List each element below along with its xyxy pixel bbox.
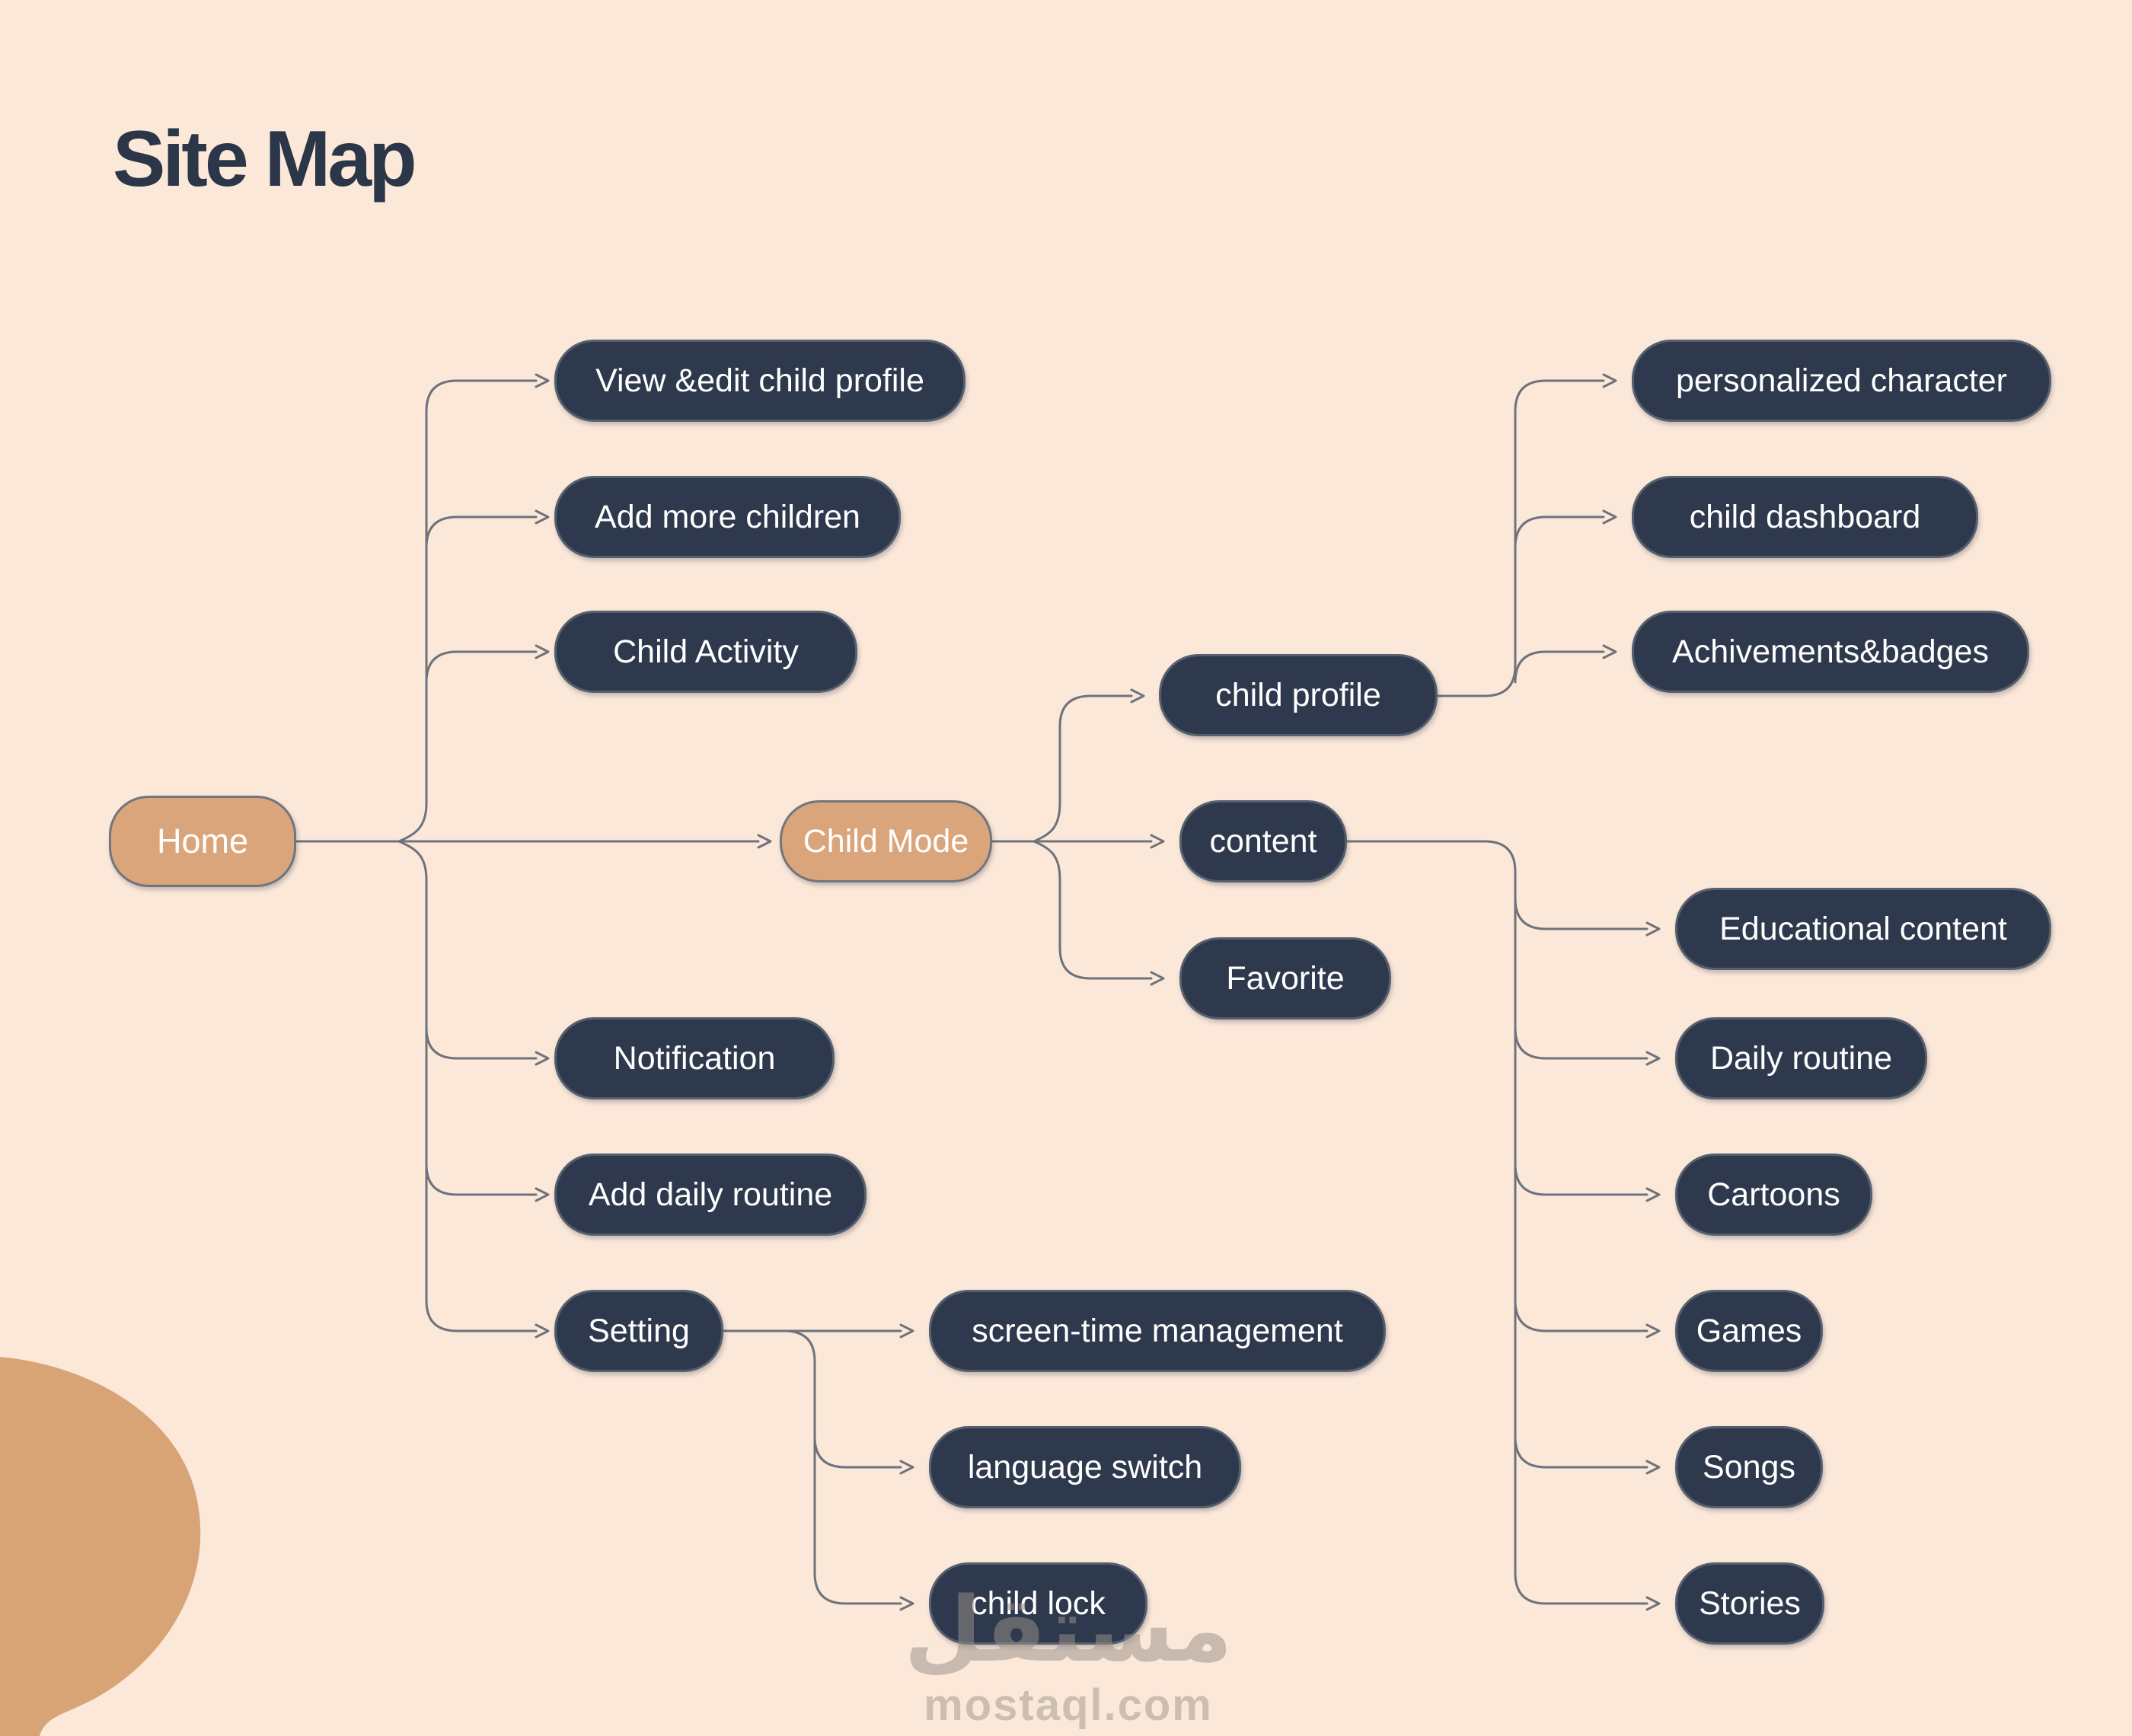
connector-childmode-child-profile	[1032, 688, 1145, 843]
node-label: Songs	[1703, 1448, 1795, 1485]
connector-setting-language-switch	[813, 1435, 914, 1475]
node-label: child dashboard	[1689, 498, 1921, 535]
connector-childmode-favorite	[1032, 840, 1165, 986]
node-label: Cartoons	[1707, 1176, 1840, 1213]
node-add-more-children: Add more children	[554, 476, 901, 558]
connector-home-up-trunk-view-edit	[397, 373, 550, 843]
node-cartoons: Cartoons	[1675, 1154, 1872, 1236]
connector-home-child-activity	[425, 644, 550, 684]
connector-setting-child-lock-trunk	[783, 1329, 914, 1611]
node-songs: Songs	[1675, 1426, 1823, 1508]
connector-content-daily-routine	[1514, 1026, 1661, 1066]
node-label: Child Mode	[803, 822, 969, 860]
connector-content-games	[1514, 1299, 1661, 1339]
connector-home-notification	[425, 1026, 550, 1066]
node-child-profile: child profile	[1159, 654, 1438, 736]
connector-content-stories-trunk	[1345, 840, 1661, 1611]
page-title: Site Map	[113, 115, 417, 203]
node-label: Notification	[613, 1039, 776, 1077]
node-label: language switch	[967, 1448, 1203, 1485]
node-label: Educational content	[1719, 910, 2007, 947]
node-label: Setting	[588, 1312, 690, 1349]
node-home: Home	[109, 796, 296, 887]
node-label: Achivements&badges	[1672, 633, 1989, 670]
node-label: child lock	[971, 1584, 1106, 1622]
node-label: Favorite	[1226, 959, 1345, 997]
node-label: Stories	[1699, 1584, 1801, 1622]
node-personalized-character: personalized character	[1632, 340, 2051, 422]
node-child-mode: Child Mode	[780, 800, 992, 882]
connector-childprofile-child-dashboard	[1514, 509, 1617, 549]
connector-content-songs	[1514, 1435, 1661, 1475]
node-favorite: Favorite	[1179, 937, 1391, 1020]
node-label: content	[1209, 822, 1317, 860]
connector-home-down-trunk-setting	[397, 840, 550, 1339]
connector-content-educational-content	[1514, 897, 1661, 937]
node-label: screen-time management	[972, 1312, 1343, 1349]
connector-home-add-daily-routine	[425, 1163, 550, 1202]
node-games: Games	[1675, 1290, 1823, 1372]
node-screen-time-management: screen-time management	[929, 1290, 1386, 1372]
connector-childprofile-personalized-character	[1436, 373, 1617, 697]
node-child-lock: child lock	[929, 1562, 1147, 1645]
connector-childprofile-achivements-badges	[1514, 644, 1617, 684]
node-label: Home	[156, 822, 249, 860]
corner-blob-shape	[0, 1357, 201, 1736]
node-label: Add more children	[595, 498, 860, 535]
node-label: personalized character	[1675, 362, 2008, 399]
node-stories: Stories	[1675, 1562, 1824, 1645]
node-language-switch: language switch	[929, 1426, 1241, 1508]
connector-content-cartoons	[1514, 1163, 1661, 1202]
node-child-activity: Child Activity	[554, 611, 857, 693]
node-child-dashboard: child dashboard	[1632, 476, 1978, 558]
node-daily-routine: Daily routine	[1675, 1017, 1927, 1099]
connector-home-add-more-children	[425, 509, 550, 549]
node-view-edit-child-profile: View &edit child profile	[554, 340, 965, 422]
node-label: View &edit child profile	[595, 362, 924, 399]
node-setting: Setting	[554, 1290, 723, 1372]
node-label: Daily routine	[1710, 1039, 1892, 1077]
node-label: Child Activity	[613, 633, 799, 670]
node-label: child profile	[1215, 676, 1381, 713]
node-label: Games	[1696, 1312, 1802, 1349]
node-notification: Notification	[554, 1017, 835, 1099]
node-achivements-badges: Achivements&badges	[1632, 611, 2029, 693]
node-content: content	[1179, 800, 1347, 882]
node-educational-content: Educational content	[1675, 888, 2051, 970]
node-label: Add daily routine	[588, 1176, 833, 1213]
node-add-daily-routine: Add daily routine	[554, 1154, 867, 1236]
